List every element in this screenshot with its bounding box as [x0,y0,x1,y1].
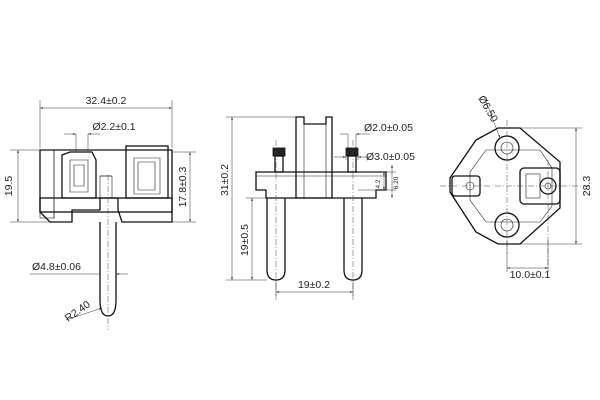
top-view: Ø6.50 28.3 10.0±0.1 [440,94,593,281]
dim-total: 31±0.2 [219,164,231,196]
side-view: 32.4±0.2 Ø2.2±0.1 19.5 17.8±0.3 Ø4.8±0.0… [3,95,196,330]
dim-radius: R2.40 [63,298,93,324]
dim-offset: 10.0±0.1 [510,269,551,281]
dim-h1: 4.2 [375,179,382,188]
dim-hole: Ø2.2±0.1 [92,121,135,133]
dim-pitch: 19±0.2 [298,279,330,291]
dim-h2: 6.20 [393,176,400,189]
dim-small-dia: Ø2.0±0.05 [364,122,413,134]
dim-height-left: 19.5 [3,176,15,197]
dim-circle: Ø6.50 [475,94,500,125]
dim-width: 32.4±0.2 [86,95,127,107]
dim-head-dia: Ø3.0±0.05 [366,151,415,163]
dim-pin-len: 19±0.5 [239,224,251,256]
front-view: 31±0.2 19±0.5 19±0.2 Ø2.0±0.05 Ø3.0±0.05… [219,116,415,300]
dim-height-right: 17.8±0.3 [177,166,189,207]
dim-pin-dia: Ø4.8±0.06 [32,261,81,273]
dim-height: 28.3 [581,176,593,197]
